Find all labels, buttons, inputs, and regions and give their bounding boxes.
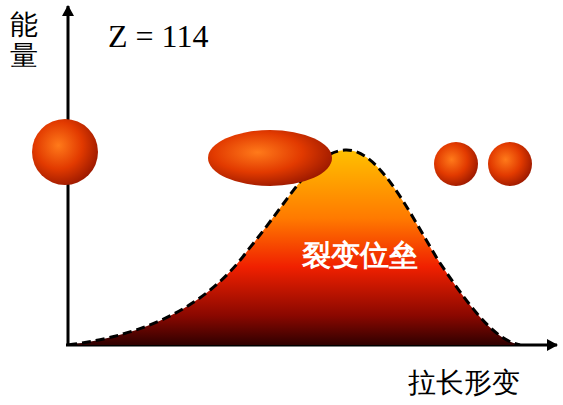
fragment-nucleus <box>488 142 532 186</box>
fragment-nucleus <box>434 142 478 186</box>
axis-label: 拉长形变 <box>408 364 520 402</box>
axis-label: 能量 <box>10 10 38 72</box>
atomic-number: Z = 114 <box>108 18 208 55</box>
deformed-nucleus <box>208 130 332 186</box>
spherical-nucleus <box>32 119 98 185</box>
barrier-label: 裂变位垒 <box>302 236 418 276</box>
